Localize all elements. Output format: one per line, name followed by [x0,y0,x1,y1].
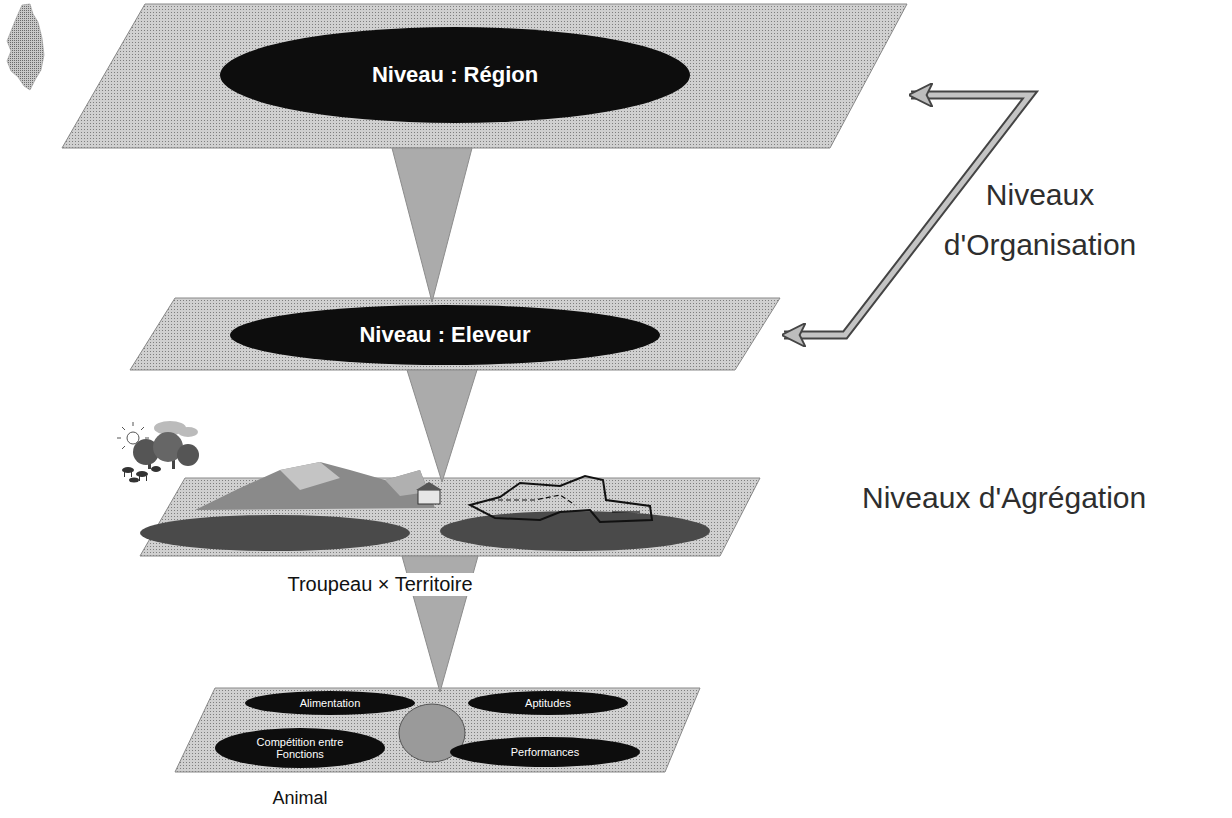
territory-plane [140,478,760,556]
region-plane [62,4,907,148]
function-label: Aptitudes [525,697,571,709]
level-axis-label: Niveaux d'Agrégation [862,480,1222,516]
funnel-connector [392,148,472,302]
eleveur-plane [130,298,780,370]
axis-label-holder: Niveaux d'Organisation [930,170,1150,270]
funnel-shape [392,148,472,302]
function-ellipse: Alimentation [245,691,415,715]
animal-plane [175,688,700,772]
level-ellipse: Niveau : Eleveur [230,305,660,365]
level-plane: Niveau : Région [62,4,907,148]
level-title: Niveau : Eleveur [359,322,530,348]
territory-zone [440,511,710,551]
axis-label-holder: Niveaux d'Agrégation [862,480,1222,516]
function-label: Performances [511,746,579,758]
funnel-connector [407,370,477,482]
level-caption: Animal [268,788,331,809]
level-axis-label: Niveaux d'Organisation [930,170,1150,270]
level-caption: Troupeau × Territoire [283,573,476,596]
arrow-body [784,95,1030,335]
level-title: Niveau : Région [372,62,538,88]
herd-zone [140,515,410,551]
function-ellipse: Aptitudes [468,691,628,715]
level-caption-holder: Troupeau × Territoire [283,573,476,596]
arrow-outline [784,95,1030,335]
funnel-shape [407,370,477,482]
corsica-map [7,4,44,90]
level-plane: AnimalAlimentationAptitudesCompétition e… [175,688,700,772]
landscape-illustration [117,421,652,522]
level-plane: Troupeau × Territoire [140,478,760,556]
function-label: Compétition entre Fonctions [241,736,359,760]
level-caption-holder: Animal [268,788,331,809]
function-ellipse: Compétition entre Fonctions [215,728,385,768]
level-ellipse: Niveau : Région [220,27,690,123]
function-label: Alimentation [300,697,361,709]
arrow-heads [784,95,1030,335]
level-plane: Niveau : Eleveur [130,298,780,370]
function-ellipse: Performances [450,737,640,767]
double-arrow [784,95,1030,335]
